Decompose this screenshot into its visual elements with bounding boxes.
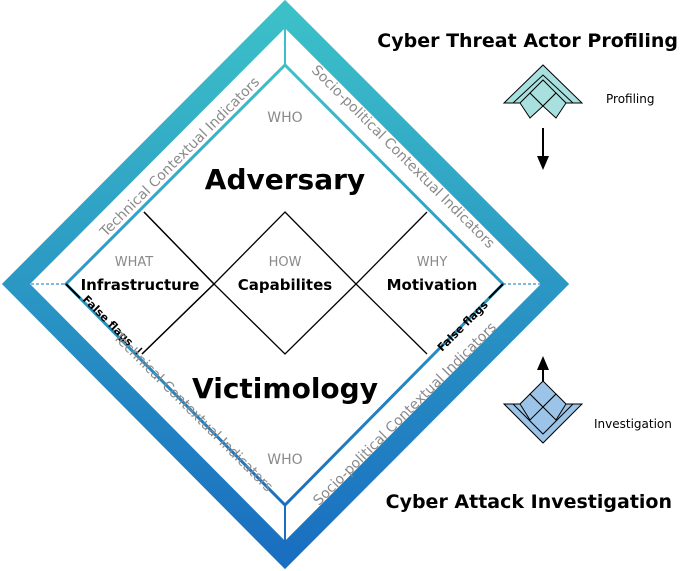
- inner-diamond-frame: [63, 62, 506, 508]
- profiling-label: Profiling: [606, 92, 655, 106]
- how-label: HOW: [269, 255, 302, 270]
- motivation-label: Motivation: [387, 276, 478, 294]
- capabilities-diamond: [213, 211, 357, 355]
- who-top-label: WHO: [267, 110, 302, 126]
- what-label: WHAT: [115, 255, 154, 270]
- inner-line-bl: [141, 283, 215, 355]
- inner-line-tl: [143, 211, 215, 285]
- false-flag-segment-left: [65, 283, 81, 299]
- profiling-title: Cyber Threat Actor Profiling: [377, 30, 678, 52]
- adversary-label: Adversary: [205, 163, 365, 196]
- investigation-label: Investigation: [594, 417, 672, 431]
- socio-political-indicators-top: Socio-political Contextual Indicators: [308, 62, 497, 251]
- infrastructure-label: Infrastructure: [81, 276, 200, 294]
- arrow-down-icon: [537, 128, 549, 170]
- who-bottom-label: WHO: [267, 452, 302, 468]
- victimology-label: Victimology: [192, 372, 378, 405]
- socio-political-indicators-bottom: Socio-political Contextual Indicators: [310, 319, 499, 508]
- false-flag-segment-left-2: [135, 347, 143, 355]
- profiling-diamond-icon: [502, 64, 584, 119]
- investigation-title: Cyber Attack Investigation: [386, 491, 672, 513]
- motivation-diamond: [355, 211, 428, 355]
- investigation-diamond-icon: [502, 380, 584, 444]
- false-flag-segment-right: [488, 283, 504, 299]
- why-label: WHY: [417, 255, 448, 270]
- technical-indicators-top: Technical Contextual Indicators: [97, 74, 264, 241]
- capabilities-label: Capabilites: [238, 276, 332, 294]
